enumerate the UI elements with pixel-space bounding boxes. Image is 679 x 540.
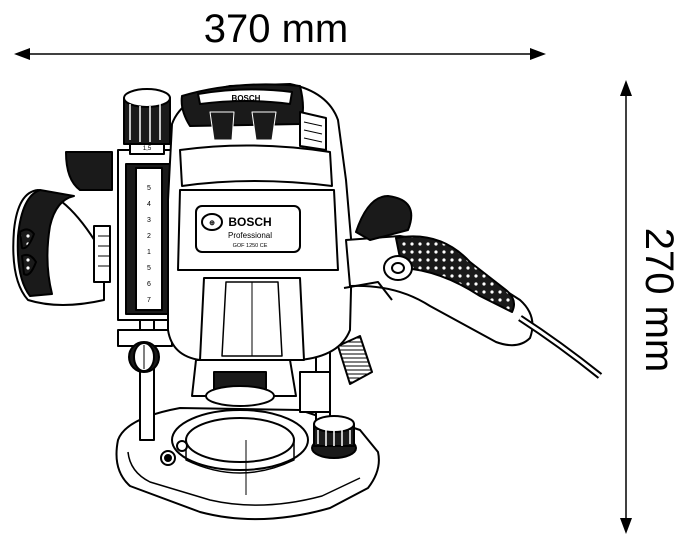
svg-text:⊕: ⊕ xyxy=(209,220,215,227)
width-dimension: 370 mm xyxy=(14,7,546,60)
depth-scale-mark: 4 xyxy=(147,201,151,208)
left-handle xyxy=(12,151,113,306)
depth-knob-label: 1,5 xyxy=(143,146,152,152)
arrow-down-icon xyxy=(620,518,632,534)
depth-scale-mark: 5 xyxy=(147,265,151,272)
label-plate: ⊕ BOSCH Professional GOF 1250 CE xyxy=(195,205,301,253)
depth-scale-mark: 2 xyxy=(147,233,151,240)
depth-scale-mark: 5 xyxy=(147,185,151,192)
depth-stop: 1,5 xyxy=(117,88,181,373)
depth-scale: 5 4 3 2 1 5 6 7 xyxy=(147,185,151,304)
arrow-up-icon xyxy=(620,80,632,96)
width-label: 370 mm xyxy=(204,7,349,51)
label-model: GOF 1250 CE xyxy=(233,243,268,249)
depth-scale-mark: 1 xyxy=(147,249,151,256)
collet-area xyxy=(191,335,373,407)
base-adjust-knob xyxy=(311,415,357,459)
height-dimension: 270 mm xyxy=(620,80,679,534)
height-label: 270 mm xyxy=(637,228,679,373)
motor-cap-brand: BOSCH xyxy=(232,94,261,103)
right-handle xyxy=(343,195,603,379)
depth-scale-mark: 3 xyxy=(147,217,151,224)
arrow-left-icon xyxy=(14,48,30,60)
label-series: Professional xyxy=(228,231,272,240)
arrow-right-icon xyxy=(530,48,546,60)
base-plate xyxy=(115,407,380,521)
label-brand: BOSCH xyxy=(228,215,271,229)
depth-scale-mark: 6 xyxy=(147,281,151,288)
depth-scale-mark: 7 xyxy=(147,297,151,304)
router-illustration: 1,5 BOSCH ⊕ xyxy=(12,83,603,521)
